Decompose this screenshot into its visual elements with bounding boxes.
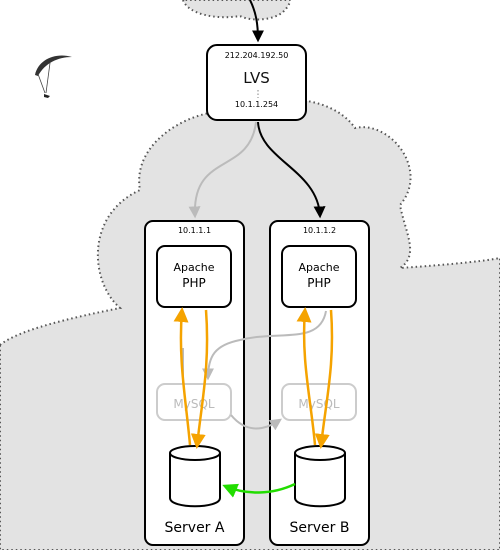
server-b-ip: 10.1.1.2: [303, 226, 336, 235]
lvs-label: LVS: [243, 69, 270, 87]
server-a-app-line2: PHP: [182, 276, 206, 290]
internet-cloud-shape: [181, 0, 292, 21]
server-b-mysql-label: MySQL: [298, 397, 340, 411]
lvs-box[interactable]: [206, 44, 307, 121]
server-a-mysql-box[interactable]: [156, 383, 232, 421]
internet-to-lvs-arrow: [249, 0, 264, 43]
server-b-mysql-box[interactable]: [281, 383, 357, 421]
lvs-to-server-b-arrow: [257, 121, 326, 219]
server-a-app-line1: Apache: [173, 261, 214, 274]
server-b-database-icon: [294, 445, 346, 508]
paraglider-icon: [35, 55, 72, 98]
server-a-mysql-to-server-b-mysql-arrow: [230, 414, 282, 431]
lvs-public-ip: 212.204.192.50: [225, 51, 289, 60]
server-a-db-to-php-arrow: [173, 307, 192, 446]
network-cloud-shape: [0, 98, 500, 550]
server-b-app-box[interactable]: [281, 245, 357, 308]
server-a-ip: 10.1.1.1: [178, 226, 211, 235]
replication-arrow: [222, 482, 296, 498]
server-a-name: Server A: [165, 520, 225, 536]
server-b-app-line2: PHP: [307, 276, 331, 290]
server-b-name: Server B: [290, 520, 350, 536]
server-a-php-to-db-arrow: [190, 309, 209, 449]
server-a-app-box[interactable]: [156, 245, 232, 308]
lvs-private-ip: 10.1.1.254: [235, 100, 278, 109]
server-a-database-icon: [169, 445, 221, 508]
server-a-mysql-label: MySQL: [173, 397, 215, 411]
server-b-app-line1: Apache: [298, 261, 339, 274]
lvs-to-server-a-arrow: [188, 121, 257, 219]
server-b-php-to-server-a-mysql-arrow: [202, 310, 327, 381]
server-b-php-to-db-arrow: [314, 309, 334, 449]
server-b-db-to-php-arrow: [296, 307, 317, 446]
